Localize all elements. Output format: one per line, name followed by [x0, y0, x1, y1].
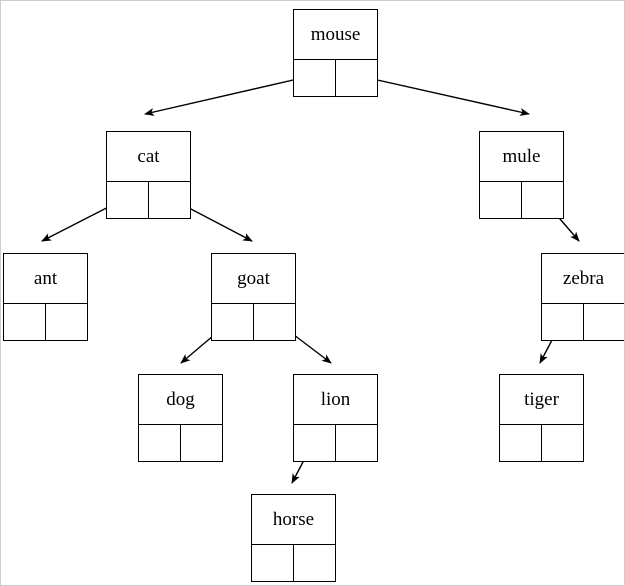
- tree-node-right-pointer-cell[interactable]: [294, 545, 336, 582]
- tree-node-pointer-cells: [139, 425, 222, 462]
- tree-node-left-pointer-cell[interactable]: [4, 304, 46, 341]
- tree-node-right-pointer-cell[interactable]: [181, 425, 223, 462]
- tree-node-label: tiger: [500, 375, 583, 425]
- tree-node-lion[interactable]: lion: [293, 374, 378, 462]
- tree-node-right-pointer-cell[interactable]: [149, 182, 191, 219]
- tree-node-left-pointer-cell[interactable]: [500, 425, 542, 462]
- tree-node-label: horse: [252, 495, 335, 545]
- tree-node-label: lion: [294, 375, 377, 425]
- tree-node-label: zebra: [542, 254, 624, 304]
- tree-node-ant[interactable]: ant: [3, 253, 88, 341]
- tree-node-left-pointer-cell[interactable]: [294, 425, 336, 462]
- tree-node-right-pointer-cell[interactable]: [336, 60, 378, 97]
- tree-edge-mouse-to-mule: [354, 74, 530, 116]
- tree-node-mouse[interactable]: mouse: [293, 9, 378, 97]
- tree-node-pointer-cells: [212, 304, 295, 341]
- tree-node-left-pointer-cell[interactable]: [294, 60, 336, 97]
- tree-node-right-pointer-cell[interactable]: [542, 425, 584, 462]
- tree-node-pointer-cells: [252, 545, 335, 582]
- tree-node-label: cat: [107, 132, 190, 182]
- tree-node-pointer-cells: [480, 182, 563, 219]
- tree-node-pointer-cells: [294, 425, 377, 462]
- tree-node-zebra[interactable]: zebra: [541, 253, 625, 341]
- tree-node-left-pointer-cell[interactable]: [542, 304, 584, 341]
- tree-node-label: mule: [480, 132, 563, 182]
- tree-node-right-pointer-cell[interactable]: [584, 304, 625, 341]
- tree-node-right-pointer-cell[interactable]: [336, 425, 378, 462]
- tree-node-pointer-cells: [294, 60, 377, 97]
- tree-node-left-pointer-cell[interactable]: [107, 182, 149, 219]
- tree-node-pointer-cells: [107, 182, 190, 219]
- tree-edge-mouse-to-cat: [144, 74, 316, 116]
- tree-node-label: dog: [139, 375, 222, 425]
- tree-node-right-pointer-cell[interactable]: [254, 304, 296, 341]
- tree-node-horse[interactable]: horse: [251, 494, 336, 582]
- tree-node-left-pointer-cell[interactable]: [139, 425, 181, 462]
- tree-node-dog[interactable]: dog: [138, 374, 223, 462]
- tree-node-pointer-cells: [4, 304, 87, 341]
- tree-node-label: ant: [4, 254, 87, 304]
- tree-node-mule[interactable]: mule: [479, 131, 564, 219]
- tree-node-pointer-cells: [500, 425, 583, 462]
- tree-node-right-pointer-cell[interactable]: [46, 304, 88, 341]
- tree-node-cat[interactable]: cat: [106, 131, 191, 219]
- tree-node-pointer-cells: [542, 304, 625, 341]
- tree-node-label: goat: [212, 254, 295, 304]
- tree-node-left-pointer-cell[interactable]: [212, 304, 254, 341]
- tree-node-goat[interactable]: goat: [211, 253, 296, 341]
- tree-node-right-pointer-cell[interactable]: [522, 182, 564, 219]
- tree-node-left-pointer-cell[interactable]: [252, 545, 294, 582]
- tree-node-tiger[interactable]: tiger: [499, 374, 584, 462]
- tree-node-label: mouse: [294, 10, 377, 60]
- tree-node-left-pointer-cell[interactable]: [480, 182, 522, 219]
